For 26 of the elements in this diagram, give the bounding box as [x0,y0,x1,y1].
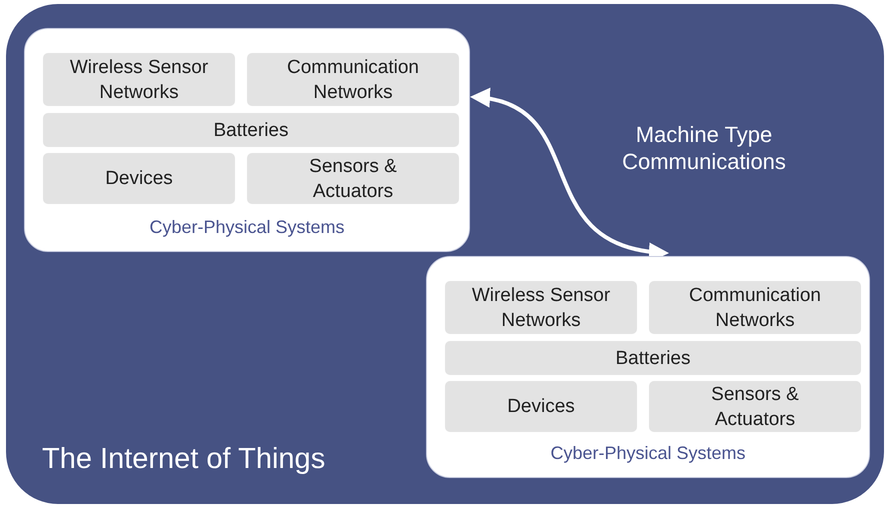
component-label: Devices [104,167,174,191]
component-box [247,153,459,204]
component-label: Wireless Sensor Networks [470,284,612,332]
system-card [426,256,870,478]
component-box [247,53,459,106]
component-label: Devices [506,395,576,419]
component-box [445,381,637,432]
component-box [43,153,235,204]
component-box [445,281,637,334]
component-box [649,281,861,334]
component-box [649,381,861,432]
component-box [445,341,861,375]
component-box [43,53,235,106]
component-label: Batteries [614,346,692,370]
card-caption: Cyber-Physical Systems [549,443,747,464]
component-label: Batteries [212,118,290,142]
system-card [24,28,470,252]
component-label: Communication Networks [286,56,420,104]
component-label: Wireless Sensor Networks [68,56,210,104]
background-panel [6,4,884,504]
panel-label: The Internet of Things [42,443,326,476]
card-caption: Cyber-Physical Systems [148,217,346,238]
component-box [43,113,459,147]
component-label: Sensors & Actuators [308,154,398,204]
component-label: Communication Networks [688,284,822,332]
component-label: Sensors & Actuators [710,382,800,432]
